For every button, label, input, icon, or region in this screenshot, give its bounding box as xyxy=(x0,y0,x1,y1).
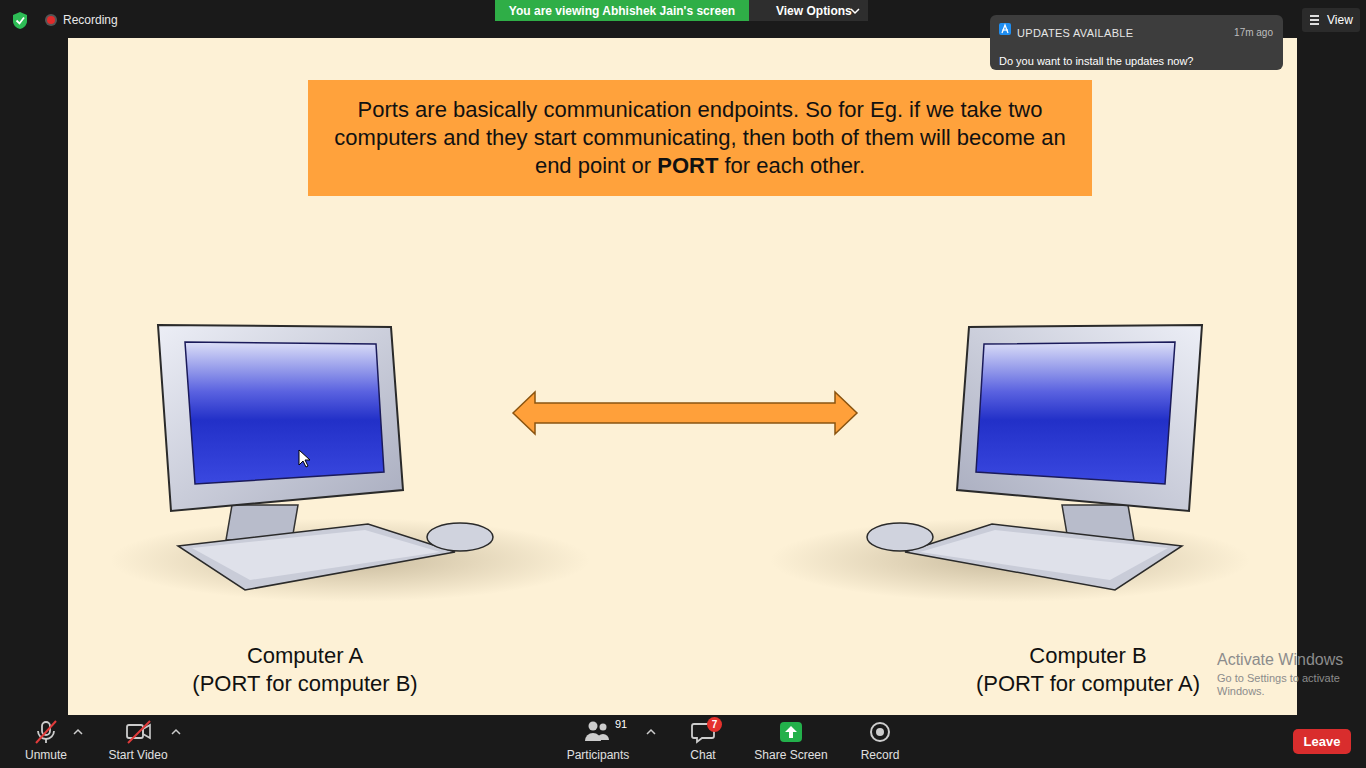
leave-button: Leave xyxy=(1293,729,1351,754)
participant-count: 91 xyxy=(615,718,627,730)
view-options-ground xyxy=(748,0,868,21)
node-subtext: Do you want to install the updates now? xyxy=(999,55,1273,67)
node-text: Computer A xyxy=(247,642,363,670)
computer-node: Computer B(PORT for computer A) xyxy=(918,320,1258,702)
computer-node: Computer A(PORT for computer B) xyxy=(135,320,475,702)
node-text: Computer B xyxy=(1029,642,1146,670)
text-run: for each other. xyxy=(718,153,865,178)
grid-icon xyxy=(1310,15,1319,25)
participants-icon xyxy=(585,722,609,742)
record-icon xyxy=(871,723,889,741)
toolbar-label: Unmute xyxy=(25,748,67,762)
share-screen-icon xyxy=(780,722,802,742)
double-arrow-connector xyxy=(513,392,857,434)
computer-illustration xyxy=(110,325,590,602)
watermark: Go to Settings to activate Windows. xyxy=(1217,672,1355,698)
node-text: Ports are basically communication endpoi… xyxy=(322,96,1078,180)
node-subtext: (PORT for computer B) xyxy=(192,670,417,698)
node-text: 7 xyxy=(712,720,718,730)
node-text: View xyxy=(1327,13,1353,27)
recording-indicator xyxy=(45,14,57,26)
app-store-icon xyxy=(999,23,1011,35)
node-text: You are viewing Abhishek Jain's screen xyxy=(509,4,735,18)
node-text: Leave xyxy=(1304,734,1341,749)
node-subtext: 17m ago xyxy=(1234,27,1273,38)
node-subtext: (PORT for computer A) xyxy=(976,670,1200,698)
node-text: UPDATES AVAILABLE xyxy=(1017,27,1234,39)
toolbar-label: Start Video xyxy=(108,748,167,762)
update-notification: UPDATES AVAILABLE17m ago Do you want to i… xyxy=(990,15,1283,70)
definition-box: Ports are basically communication endpoi… xyxy=(308,80,1092,196)
chevron-icon xyxy=(74,730,82,734)
microphone-muted-icon xyxy=(36,721,56,743)
watermark: Activate Windows xyxy=(1217,651,1343,669)
mouse-cursor xyxy=(299,450,310,467)
recording-status: Recording xyxy=(63,13,118,27)
toolbar-label: Participants xyxy=(567,748,630,762)
view-button: View xyxy=(1302,8,1360,32)
chevron-icon xyxy=(851,9,859,13)
notification-ground xyxy=(990,15,1283,70)
view-options-button: View Options xyxy=(748,0,868,21)
text-run: PORT xyxy=(657,153,718,178)
node-text: View Options xyxy=(776,4,852,18)
camera-off-icon xyxy=(127,721,150,743)
chevron-icon xyxy=(647,730,655,734)
chevron-icon xyxy=(172,730,180,734)
security-shield-icon xyxy=(13,12,27,29)
toolbar-label: Record xyxy=(861,748,900,762)
toolbar-label: Chat xyxy=(690,748,715,762)
view-button-ground xyxy=(1302,8,1360,32)
notification-badge: 7 xyxy=(707,717,722,732)
screen-share-banner: You are viewing Abhishek Jain's screen xyxy=(495,0,749,21)
computer-illustration xyxy=(770,325,1250,602)
toolbar-label: Share Screen xyxy=(754,748,827,762)
slide-ground xyxy=(68,38,1297,715)
